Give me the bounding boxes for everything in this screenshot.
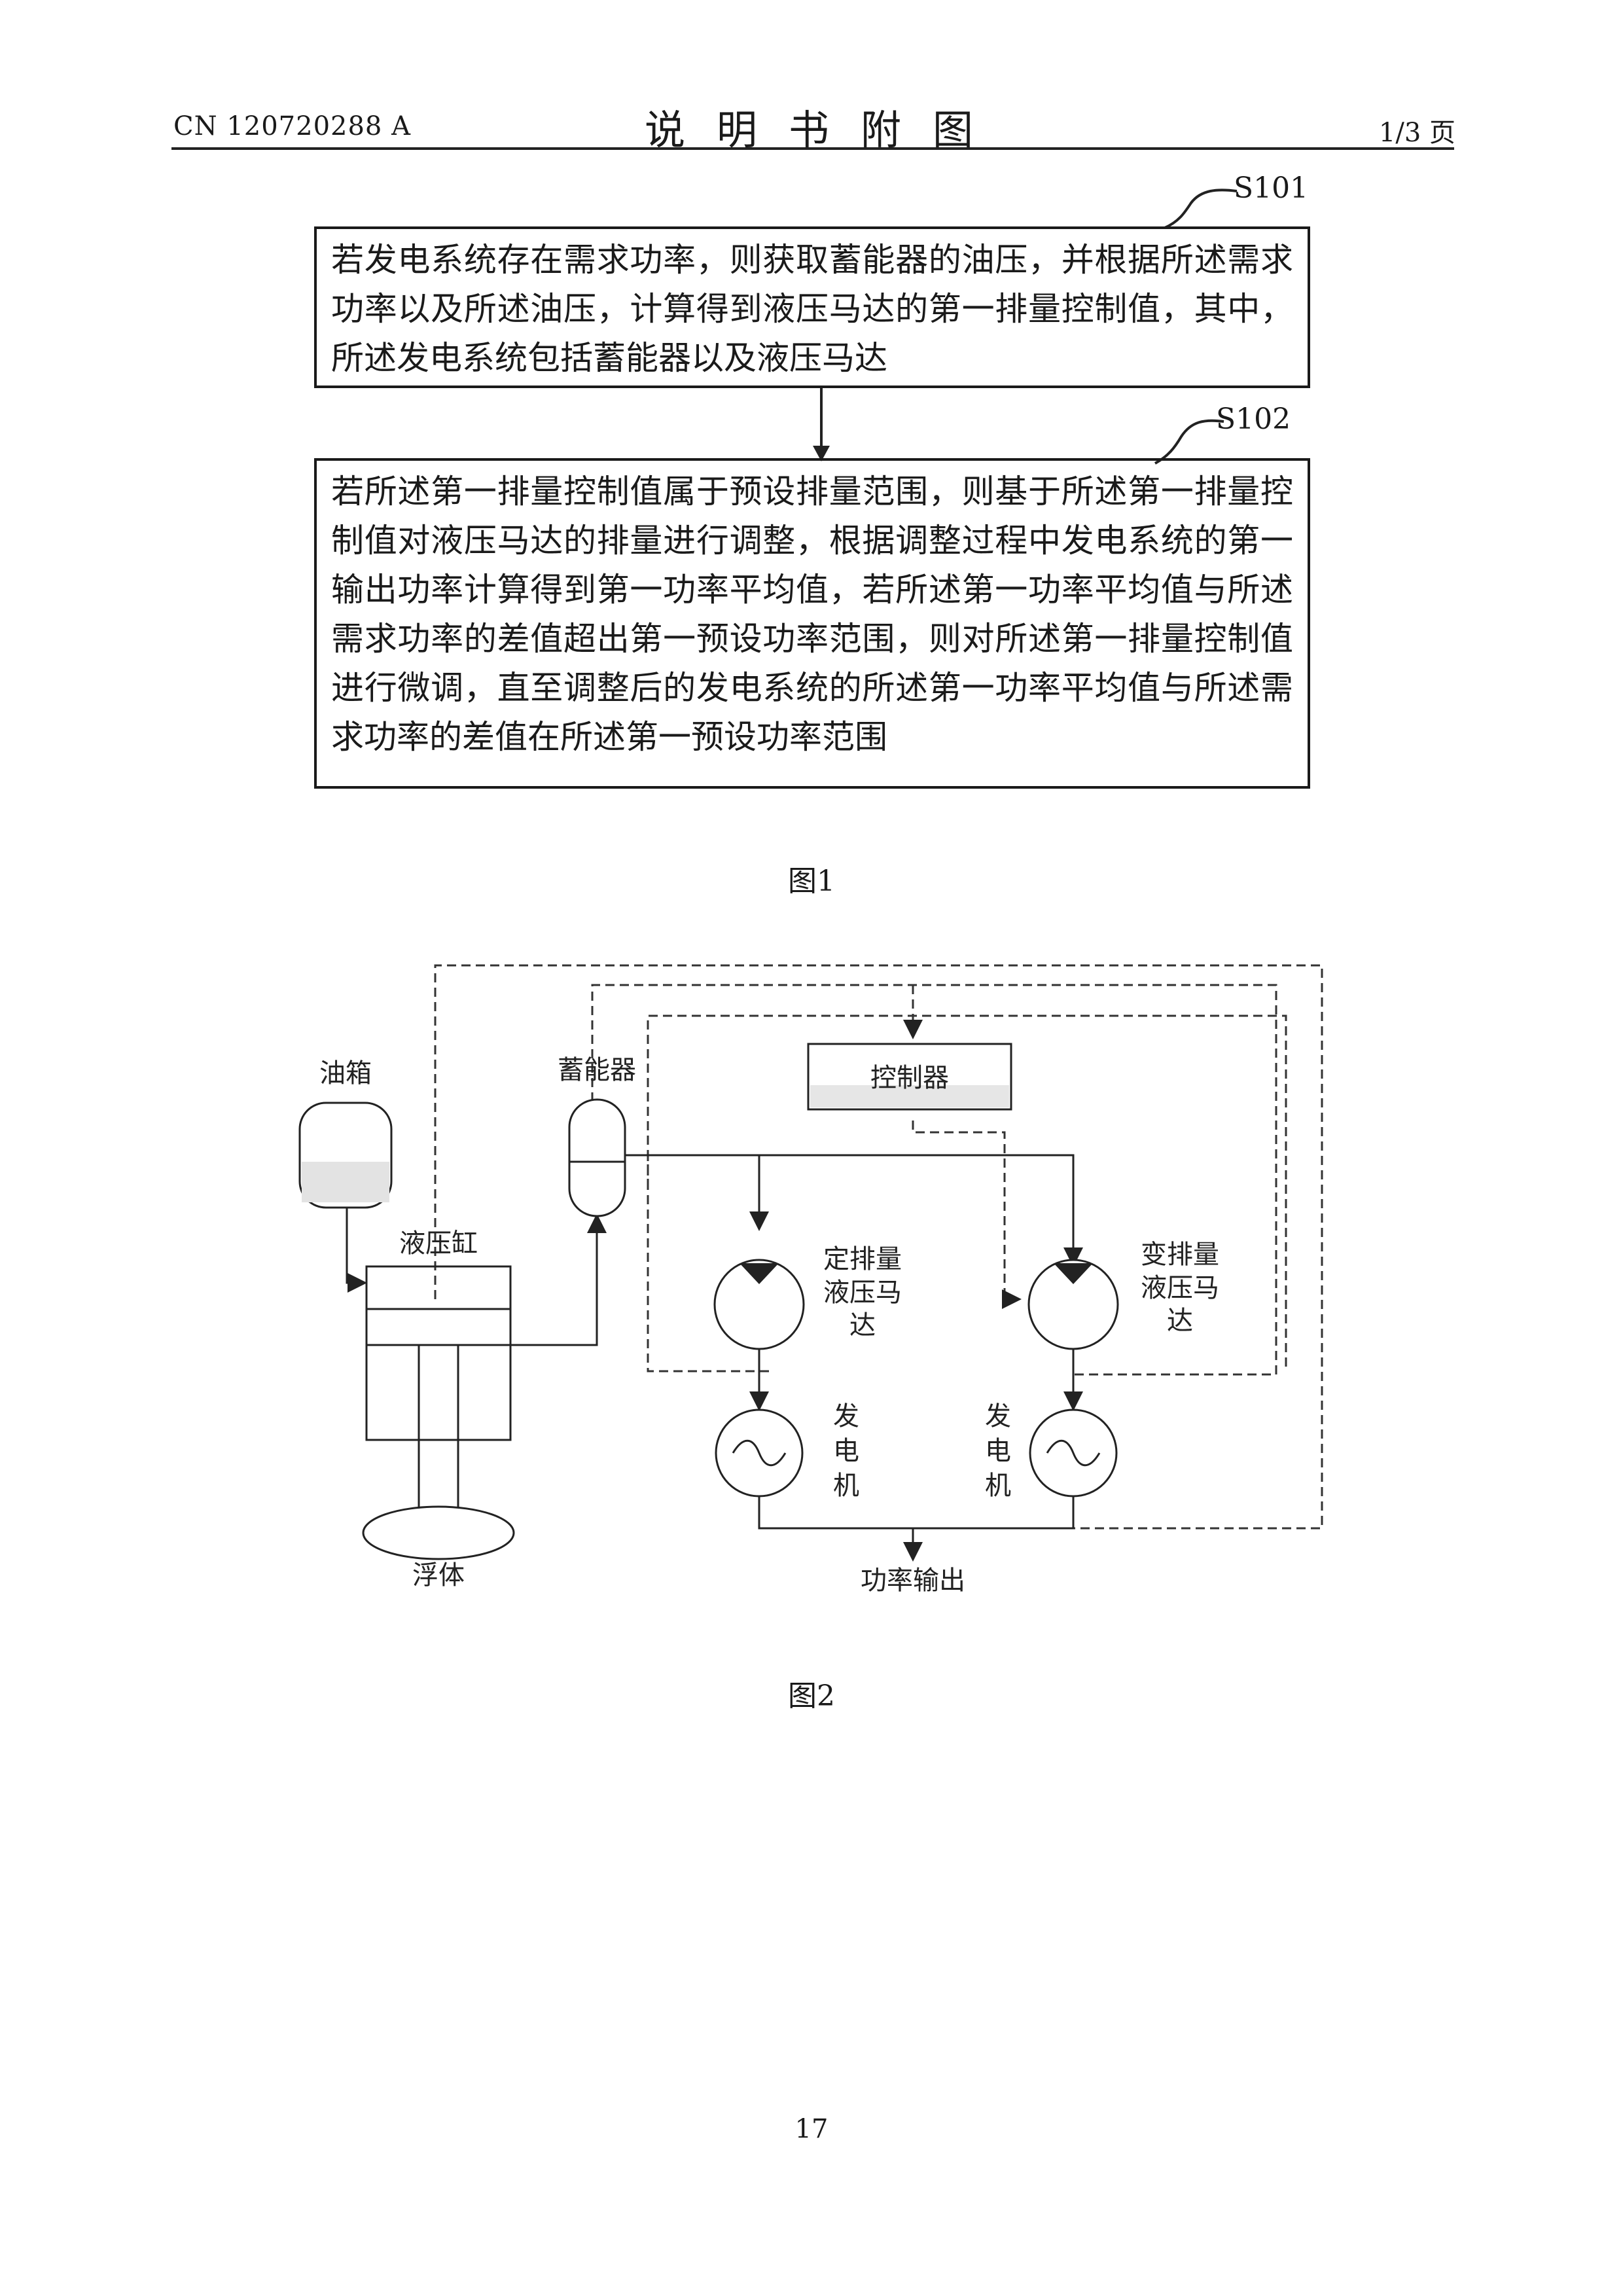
- label-gen-right-1: 发: [985, 1401, 1011, 1431]
- s101-leader-line: [1139, 177, 1243, 229]
- label-gen-right-2: 电: [985, 1436, 1011, 1466]
- step-box-s101: 若发电系统存在需求功率，则获取蓄能器的油压，并根据所述需求功率以及所述油压，计算…: [314, 226, 1310, 388]
- hydraulic-lines: [347, 1155, 1073, 1558]
- label-gen-left-2: 电: [833, 1436, 859, 1466]
- label-gen-right-3: 机: [985, 1471, 1011, 1501]
- accumulator: [569, 1100, 625, 1216]
- figure-1-caption: 图1: [0, 857, 1623, 899]
- label-gen-left-1: 发: [833, 1401, 859, 1431]
- label-var-motor-1: 变排量: [1141, 1240, 1219, 1270]
- float: [363, 1507, 514, 1559]
- label-float: 浮体: [412, 1560, 465, 1590]
- label-power-output: 功率输出: [861, 1566, 965, 1596]
- step-box-s102: 若所述第一排量控制值属于预设排量范围，则基于所述第一排量控制值对液压马达的排量进…: [314, 458, 1310, 789]
- flow-arrow: [805, 388, 838, 463]
- label-fixed-motor-2: 液压马: [823, 1278, 902, 1308]
- label-fixed-motor-1: 定排量: [823, 1244, 902, 1274]
- generator-left: [716, 1410, 802, 1496]
- figure-2-schematic: 油箱 蓄能器 控制器 液压缸 浮体 定排量 液压马 达 变排量 液压马 达: [275, 942, 1348, 1610]
- s102-leader-line: [1139, 407, 1230, 466]
- label-accumulator: 蓄能器: [558, 1055, 636, 1085]
- figure-2-caption: 图2: [0, 1672, 1623, 1714]
- header-rule: [171, 147, 1454, 150]
- step-text-s102: 若所述第一排量控制值属于预设排量范围，则基于所述第一排量控制值对液压马达的排量进…: [331, 467, 1293, 762]
- page-ratio: 1/3 页: [1379, 111, 1455, 149]
- oil-tank: [300, 1103, 391, 1208]
- step-text-s101: 若发电系统存在需求功率，则获取蓄能器的油压，并根据所述需求功率以及所述油压，计算…: [331, 236, 1293, 383]
- label-controller: 控制器: [870, 1063, 949, 1093]
- generator-right: [1030, 1410, 1116, 1496]
- label-oil-tank: 油箱: [319, 1058, 372, 1088]
- step-label-s101: S101: [1234, 171, 1308, 205]
- label-var-motor-3: 达: [1167, 1306, 1193, 1336]
- label-var-motor-2: 液压马: [1141, 1273, 1219, 1303]
- label-gen-left-3: 机: [833, 1471, 859, 1501]
- label-hydraulic-cylinder: 液压缸: [399, 1229, 478, 1259]
- label-fixed-motor-3: 达: [849, 1310, 876, 1340]
- variable-displacement-motor: [1029, 1260, 1118, 1349]
- fixed-displacement-motor: [715, 1260, 804, 1349]
- hydraulic-cylinder: [366, 1266, 510, 1512]
- page-number: 17: [0, 2114, 1623, 2144]
